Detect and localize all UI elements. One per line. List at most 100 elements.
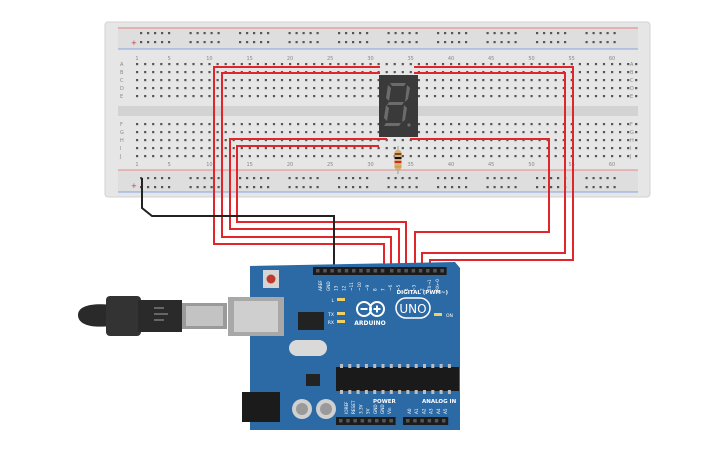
hole[interactable] bbox=[458, 139, 461, 142]
hole[interactable] bbox=[562, 155, 565, 158]
hole[interactable] bbox=[506, 131, 509, 134]
hole[interactable] bbox=[337, 87, 340, 90]
hole[interactable] bbox=[176, 79, 179, 82]
hole[interactable] bbox=[619, 139, 622, 142]
hole[interactable] bbox=[538, 147, 541, 150]
hole[interactable] bbox=[192, 79, 195, 82]
hole[interactable] bbox=[200, 123, 203, 126]
rail-hole[interactable] bbox=[592, 186, 595, 189]
hole[interactable] bbox=[144, 87, 147, 90]
rail-hole[interactable] bbox=[585, 32, 588, 35]
hole[interactable] bbox=[353, 131, 356, 134]
hole[interactable] bbox=[522, 123, 525, 126]
rail-hole[interactable] bbox=[401, 186, 404, 189]
hole[interactable] bbox=[361, 95, 364, 98]
hole[interactable] bbox=[224, 147, 227, 150]
hole[interactable] bbox=[329, 139, 332, 142]
rail-hole[interactable] bbox=[168, 41, 171, 44]
hole[interactable] bbox=[546, 147, 549, 150]
rail-hole[interactable] bbox=[465, 41, 468, 44]
hole[interactable] bbox=[474, 87, 477, 90]
rail-hole[interactable] bbox=[316, 186, 319, 189]
hole[interactable] bbox=[425, 87, 428, 90]
hole[interactable] bbox=[586, 123, 589, 126]
rail-hole[interactable] bbox=[585, 41, 588, 44]
rail-hole[interactable] bbox=[288, 32, 291, 35]
hole[interactable] bbox=[570, 155, 573, 158]
rail-hole[interactable] bbox=[316, 41, 319, 44]
hole[interactable] bbox=[329, 123, 332, 126]
rail-hole[interactable] bbox=[345, 41, 348, 44]
hole[interactable] bbox=[602, 95, 606, 98]
hole[interactable] bbox=[554, 147, 557, 150]
hole[interactable] bbox=[578, 79, 581, 82]
hole[interactable] bbox=[458, 95, 461, 98]
hole[interactable] bbox=[401, 71, 404, 74]
header-pin[interactable] bbox=[426, 269, 430, 273]
hole[interactable] bbox=[466, 87, 469, 90]
hole[interactable] bbox=[570, 79, 573, 82]
resistor[interactable] bbox=[394, 146, 402, 174]
hole[interactable] bbox=[240, 79, 243, 82]
rail-hole[interactable] bbox=[507, 177, 510, 180]
hole[interactable] bbox=[570, 139, 573, 142]
hole[interactable] bbox=[208, 147, 211, 150]
hole[interactable] bbox=[272, 131, 276, 134]
rail-hole[interactable] bbox=[316, 32, 319, 35]
hole[interactable] bbox=[168, 87, 171, 90]
hole[interactable] bbox=[506, 155, 509, 158]
hole[interactable] bbox=[506, 139, 509, 142]
hole[interactable] bbox=[490, 139, 493, 142]
rail-hole[interactable] bbox=[210, 41, 213, 44]
hole[interactable] bbox=[417, 95, 420, 98]
hole[interactable] bbox=[353, 147, 356, 150]
rail-hole[interactable] bbox=[500, 177, 503, 180]
hole[interactable] bbox=[466, 123, 469, 126]
rail-hole[interactable] bbox=[401, 177, 404, 180]
rail-hole[interactable] bbox=[267, 186, 270, 189]
rail-hole[interactable] bbox=[246, 186, 249, 189]
rail-hole[interactable] bbox=[316, 177, 319, 180]
rail-hole[interactable] bbox=[210, 186, 213, 189]
hole[interactable] bbox=[369, 139, 372, 142]
hole[interactable] bbox=[152, 147, 155, 150]
rail-hole[interactable] bbox=[302, 177, 305, 180]
header-pin[interactable] bbox=[440, 269, 444, 273]
rail-hole[interactable] bbox=[260, 177, 263, 180]
hole[interactable] bbox=[264, 139, 267, 142]
hole[interactable] bbox=[498, 131, 501, 134]
hole[interactable] bbox=[200, 79, 203, 82]
hole[interactable] bbox=[635, 87, 638, 90]
rail-hole[interactable] bbox=[550, 186, 553, 189]
header-pin[interactable] bbox=[337, 269, 342, 273]
hole[interactable] bbox=[433, 147, 437, 150]
rail-hole[interactable] bbox=[415, 32, 418, 35]
power-pin-headers[interactable] bbox=[336, 417, 396, 425]
hole[interactable] bbox=[627, 147, 630, 150]
rail-hole[interactable] bbox=[550, 32, 553, 35]
hole[interactable] bbox=[176, 139, 179, 142]
hole[interactable] bbox=[594, 71, 598, 74]
rail-hole[interactable] bbox=[458, 177, 461, 180]
hole[interactable] bbox=[546, 95, 549, 98]
hole[interactable] bbox=[458, 131, 461, 134]
rail-hole[interactable] bbox=[613, 32, 616, 35]
hole[interactable] bbox=[425, 139, 428, 142]
hole[interactable] bbox=[498, 123, 501, 126]
hole[interactable] bbox=[514, 147, 517, 150]
hole[interactable] bbox=[160, 155, 163, 158]
hole[interactable] bbox=[272, 139, 276, 142]
hole[interactable] bbox=[240, 87, 243, 90]
hole[interactable] bbox=[264, 123, 267, 126]
rail-hole[interactable] bbox=[239, 186, 242, 189]
hole[interactable] bbox=[313, 87, 316, 90]
hole[interactable] bbox=[602, 123, 606, 126]
header-pin[interactable] bbox=[353, 419, 357, 423]
hole[interactable] bbox=[297, 95, 300, 98]
header-pin[interactable] bbox=[344, 269, 349, 273]
header-pin[interactable] bbox=[373, 269, 378, 273]
rail-hole[interactable] bbox=[543, 186, 546, 189]
hole[interactable] bbox=[152, 139, 155, 142]
hole[interactable] bbox=[272, 155, 276, 158]
hole[interactable] bbox=[578, 139, 581, 142]
